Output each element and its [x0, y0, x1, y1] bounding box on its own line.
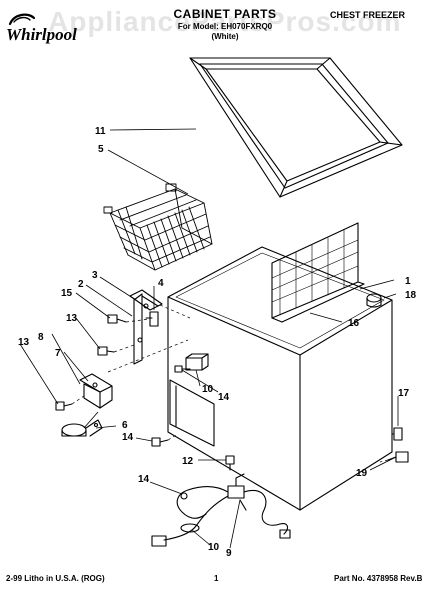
wire-basket — [103, 183, 213, 271]
bracket-17 — [391, 427, 403, 441]
callout-9: 9 — [226, 548, 232, 559]
access-opening — [169, 379, 215, 447]
callout-17: 17 — [398, 388, 410, 399]
callout-12: 12 — [182, 456, 194, 467]
part-number: Part No. 4378958 Rev.B — [334, 574, 423, 583]
divider-panel — [271, 222, 365, 323]
callout-16: 16 — [348, 318, 360, 329]
callout-1: 1 — [405, 276, 411, 287]
thermostat-bracket — [185, 353, 209, 371]
callout-13-lower: 13 — [18, 337, 30, 348]
whirlpool-logo: Whirlpool — [4, 10, 104, 46]
screw-13-upper — [97, 346, 115, 356]
variant-line: (White) — [211, 32, 239, 41]
callout-4: 4 — [158, 278, 164, 289]
callout-18: 18 — [405, 290, 417, 301]
leveling-leg — [387, 451, 409, 463]
watermark: AppliancePartsPros.com — [48, 6, 402, 37]
callout-2: 2 — [78, 279, 84, 290]
screw-12 — [225, 455, 235, 471]
screw-15 — [107, 314, 127, 324]
lid-gasket — [189, 57, 403, 198]
brand-name: Whirlpool — [6, 25, 77, 44]
callout-10-lower: 10 — [208, 542, 220, 553]
screw-13-lower — [55, 401, 73, 411]
callout-14-harness: 14 — [138, 474, 150, 485]
litho-note: 2-99 Litho in U.S.A. (ROG) — [6, 574, 105, 583]
drain-plug — [366, 293, 382, 308]
page-number: 1 — [214, 574, 219, 583]
callout-14-upper: 14 — [218, 392, 230, 403]
callout-14-lower: 14 — [122, 432, 134, 443]
callout-6: 6 — [122, 420, 128, 431]
hinge-clamp — [61, 419, 103, 437]
page-title: CABINET PARTS — [173, 7, 277, 21]
callout-10-upper: 10 — [202, 384, 214, 395]
screw-14-lower — [151, 437, 169, 447]
callout-3: 3 — [92, 270, 98, 281]
screw-14-upper — [174, 365, 191, 373]
lower-hinge — [79, 373, 113, 409]
hinge-assembly — [129, 289, 163, 365]
callout-19: 19 — [356, 468, 368, 479]
category-label: CHEST FREEZER — [330, 10, 406, 20]
callout-15: 15 — [61, 288, 73, 299]
callout-5: 5 — [98, 144, 104, 155]
callout-7: 7 — [55, 348, 61, 359]
model-line: For Model: EH070FXRQ0 — [177, 22, 273, 31]
callout-13-upper: 13 — [66, 313, 78, 324]
callout-11: 11 — [95, 126, 106, 137]
cabinet-body — [167, 246, 393, 511]
callout-8: 8 — [38, 332, 44, 343]
wiring-harness — [151, 473, 291, 547]
